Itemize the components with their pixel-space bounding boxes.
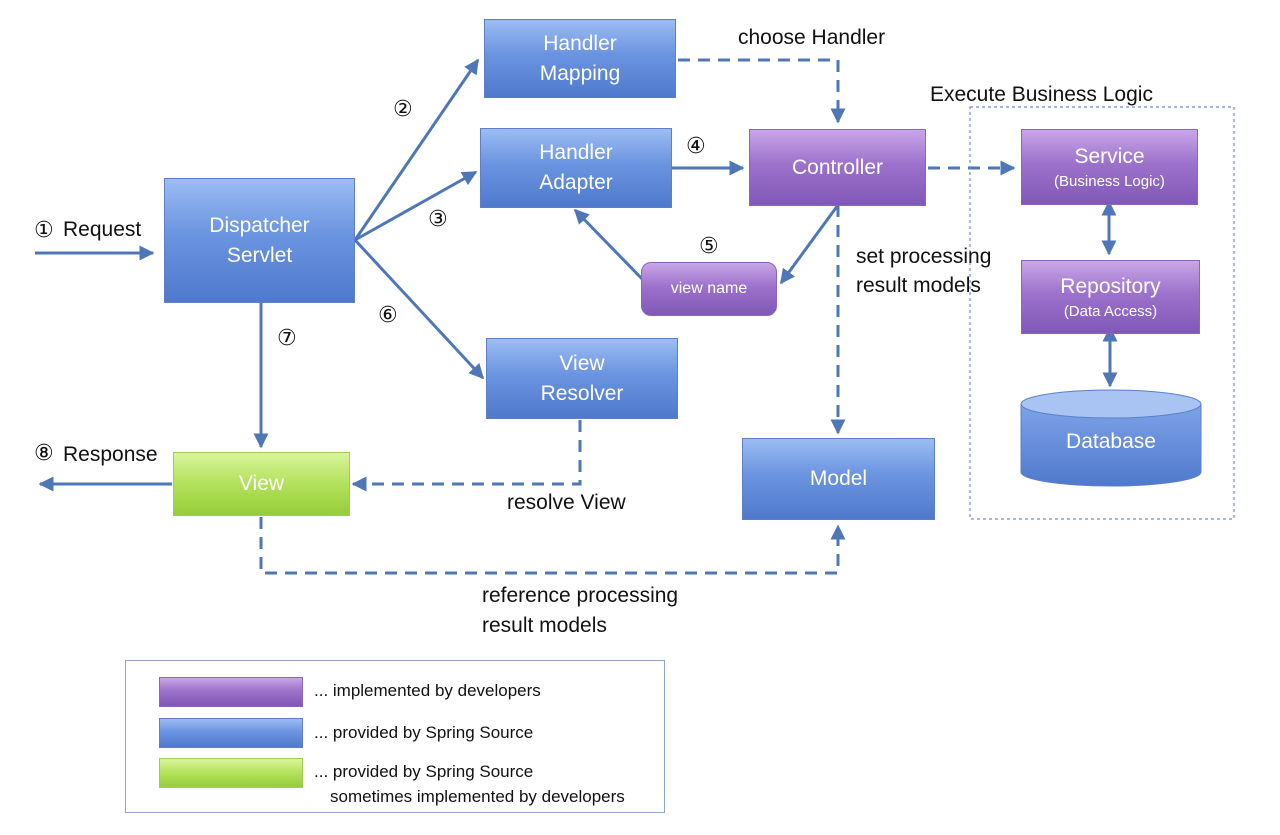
dispatcher-servlet-line1: Dispatcher — [209, 213, 310, 237]
resolve-view-label: resolve View — [507, 491, 626, 514]
repository-label: Repository — [1060, 275, 1161, 298]
legend: ... implemented by developers ... provid… — [125, 660, 665, 813]
repository-sub-label: (Data Access) — [1063, 303, 1158, 320]
dash-resolve-view — [351, 420, 582, 492]
legend-text-green-2: sometimes implemented by developers — [330, 787, 625, 806]
model-label: Model — [809, 467, 868, 490]
legend-text-green: ... provided by Spring Source — [314, 762, 534, 781]
service-label: Service — [1074, 145, 1145, 168]
legend-swatch-purple — [159, 677, 303, 707]
arrow-to-view-resolver — [353, 238, 485, 380]
step-8: ⑧ — [34, 440, 54, 465]
handler-mapping-line1: Handler — [543, 31, 617, 55]
step-1: ① — [34, 217, 54, 242]
step-6: ⑥ — [378, 302, 398, 327]
legend-text-purple: ... implemented by developers — [314, 681, 541, 700]
step-7: ⑦ — [277, 325, 297, 350]
controller-box: Controller — [749, 129, 926, 206]
view-resolver-line1: View — [559, 351, 605, 375]
handler-mapping-box: Handler Mapping — [484, 19, 676, 98]
arrow-view-name-to-adapter — [573, 208, 649, 286]
view-label: View — [238, 472, 285, 495]
repository-box: Repository (Data Access) — [1021, 260, 1200, 334]
set-processing-label-2: result models — [856, 274, 981, 297]
dash-choose-handler — [678, 58, 846, 124]
legend-swatch-green — [159, 758, 303, 788]
request-label: Request — [63, 218, 142, 241]
view-resolver-box: View Resolver — [486, 338, 678, 419]
handler-adapter-line1: Handler — [539, 141, 613, 164]
view-name-box: view name — [641, 262, 777, 316]
view-name-label: view name — [670, 280, 748, 297]
legend-swatch-blue — [159, 718, 303, 748]
dispatcher-servlet-line2: Servlet — [226, 243, 293, 267]
handler-adapter-line2: Adapter — [539, 171, 613, 194]
controller-label: Controller — [791, 155, 884, 179]
step-5: ⑤ — [699, 233, 719, 258]
set-processing-label-1: set processing — [856, 245, 992, 268]
service-sub-label: (Business Logic) — [1054, 173, 1165, 190]
step-3: ③ — [428, 206, 448, 231]
dash-reference-models — [259, 517, 846, 575]
arrow-controller-to-view-name — [779, 204, 840, 285]
view-resolver-line2: Resolver — [540, 381, 624, 405]
database-label: Database — [1066, 430, 1156, 453]
model-box: Model — [742, 438, 935, 520]
response-label: Response — [63, 443, 158, 466]
execute-business-logic-label: Execute Business Logic — [930, 83, 1153, 106]
handler-mapping-line2: Mapping — [539, 61, 621, 85]
step-2: ② — [393, 96, 413, 121]
choose-handler-label: choose Handler — [738, 26, 886, 49]
arrow-to-handler-adapter — [354, 170, 478, 242]
legend-text-blue: ... provided by Spring Source — [314, 723, 534, 742]
handler-adapter-box: Handler Adapter — [480, 128, 672, 208]
step-4: ④ — [686, 133, 706, 158]
database-cylinder — [1020, 389, 1202, 487]
view-box: View — [173, 452, 350, 516]
business-logic-boundary — [969, 106, 1235, 520]
reference-processing-label-1: reference processing — [482, 584, 679, 607]
service-box: Service (Business Logic) — [1021, 129, 1198, 205]
dispatcher-servlet-box: Dispatcher Servlet — [164, 178, 355, 303]
arrow-to-handler-mapping — [353, 58, 480, 241]
reference-processing-label-2: result models — [482, 614, 607, 637]
